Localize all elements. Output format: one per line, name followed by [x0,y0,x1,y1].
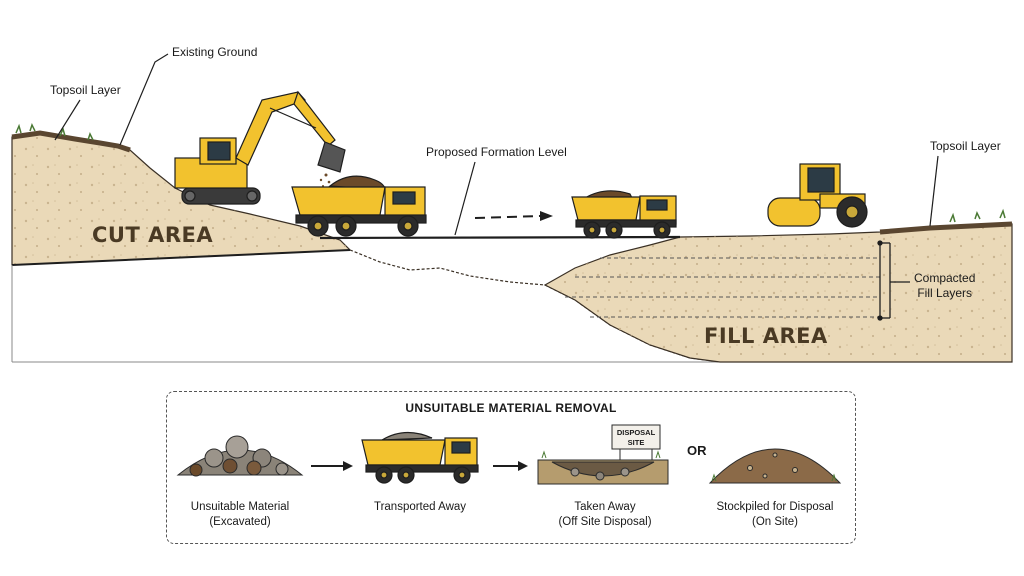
step-1-line2: (Excavated) [209,516,271,528]
existing-ground-label: Existing Ground [172,45,258,59]
leader-lines [54,53,939,236]
step-2-line1: Transported Away [373,501,467,513]
cut-area-label: CUT AREA [92,223,214,247]
dump-truck-hauling [571,190,677,239]
compacted-fill-bracket [877,240,910,321]
transport-truck-icon [361,431,479,484]
or-label: OR [687,443,707,458]
fill-area-ground [543,208,1013,363]
step-4-line2: (On Site) [751,516,798,528]
haul-arrow [474,211,553,221]
compaction-roller [767,163,868,228]
compacted-fill-label-line1: Compacted [914,271,976,285]
arrow-2-icon [493,461,528,471]
unsuitable-material-removal-panel: UNSUITABLE MATERIAL REMOVAL [166,391,856,544]
formation-level-label: Proposed Formation Level [426,145,567,159]
cut-base-line [11,249,351,266]
original-ground-line [349,249,721,363]
disposal-site-icon [537,424,669,485]
step-unsuitable-material: Unsuitable Material (Excavated) [170,500,310,530]
compacted-fill-label: Compacted Fill Layers [914,271,975,301]
step-1-line1: Unsuitable Material [190,501,290,513]
stockpile-icon [708,448,842,484]
fill-area-label: FILL AREA [704,324,828,348]
disposal-sign-line1: DISPOSAL [617,428,656,437]
removal-panel-title: UNSUITABLE MATERIAL REMOVAL [405,401,617,415]
unsuitable-material-pile-icon [176,435,304,477]
falling-dirt [319,173,331,187]
step-taken-away: Taken Away (Off Site Disposal) [535,500,675,530]
compacted-fill-label-line2: Fill Layers [917,286,973,300]
formation-level-line [319,235,681,240]
arrow-1-icon [311,461,353,471]
topsoil-right-label: Topsoil Layer [930,139,1001,153]
disposal-sign-line2: SITE [628,438,645,447]
step-4-line1: Stockpiled for Disposal [716,501,834,513]
step-stockpiled: Stockpiled for Disposal (On Site) [705,500,845,530]
excavator [174,90,346,205]
cut-area-ground [11,123,352,266]
step-3-line1: Taken Away [574,501,636,513]
dump-truck-loading [291,175,427,237]
step-3-line2: (Off Site Disposal) [558,516,652,528]
topsoil-left-label: Topsoil Layer [50,83,121,97]
step-transported-away: Transported Away [355,500,485,515]
